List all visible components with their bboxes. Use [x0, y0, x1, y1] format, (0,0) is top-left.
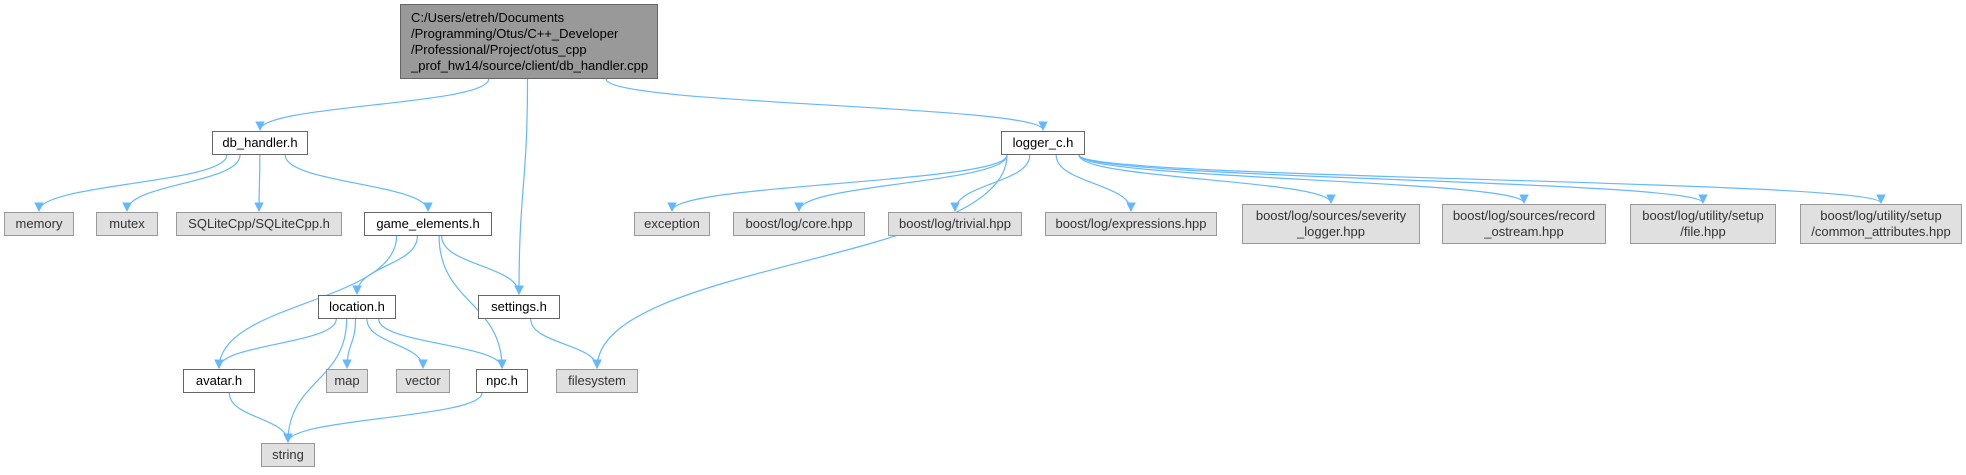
node-label: boost/log/core.hpp: [745, 216, 853, 231]
node-label: settings.h: [491, 299, 547, 314]
edge-logger-c-h-to-core-hpp: [794, 154, 1008, 212]
node-label: boost/log/utility/setup /file.hpp: [1642, 208, 1764, 239]
node-core-hpp[interactable]: boost/log/core.hpp: [733, 212, 865, 236]
node-label: boost/log/sources/severity _logger.hpp: [1255, 208, 1407, 239]
node-memory[interactable]: memory: [4, 212, 74, 236]
node-label: boost/log/trivial.hpp: [898, 216, 1011, 231]
node-label: SQLiteCpp/SQLiteCpp.h: [188, 216, 330, 231]
node-label: mutex: [109, 216, 145, 231]
edge-db-handler-h-to-sqlitecpp: [254, 154, 264, 212]
edge-npc-h-to-string: [283, 392, 483, 443]
node-npc-h[interactable]: npc.h: [476, 369, 528, 393]
edge-db-handler-h-to-game-elements-h: [284, 154, 433, 212]
edge-settings-h-to-filesystem: [530, 318, 602, 369]
node-label: C:/Users/etreh/Documents /Programming/Ot…: [411, 9, 649, 73]
node-trivial-hpp[interactable]: boost/log/trivial.hpp: [888, 212, 1022, 236]
node-label: map: [334, 373, 360, 388]
edge-root-to-settings-h: [514, 78, 529, 295]
edge-root-to-db-handler-h: [255, 78, 490, 131]
node-sqlitecpp[interactable]: SQLiteCpp/SQLiteCpp.h: [176, 212, 342, 236]
edge-game-elements-h-to-settings-h: [441, 235, 524, 295]
edge-location-h-to-npc-h: [378, 318, 507, 369]
edge-logger-c-h-to-filesystem: [592, 154, 1008, 369]
edge-logger-c-h-to-severity-logger-hpp: [1078, 154, 1336, 204]
node-label: npc.h: [486, 373, 518, 388]
edge-logger-c-h-to-common-attributes-hpp: [1078, 154, 1886, 204]
edge-location-h-to-map: [342, 318, 357, 369]
node-label: vector: [405, 373, 441, 388]
node-label: boost/log/utility/setup /common_attribut…: [1811, 208, 1951, 239]
node-db-handler-h[interactable]: db_handler.h: [212, 131, 308, 155]
edge-avatar-h-to-string: [228, 392, 293, 443]
node-label: location.h: [329, 299, 385, 314]
edge-logger-c-h-to-exception: [667, 154, 1008, 212]
edge-game-elements-h-to-location-h: [352, 235, 418, 295]
node-label: boost/log/sources/record _ostream.hpp: [1452, 208, 1596, 239]
node-severity-logger-hpp[interactable]: boost/log/sources/severity _logger.hpp: [1242, 204, 1420, 244]
node-location-h[interactable]: location.h: [318, 295, 396, 319]
edge-db-handler-h-to-memory: [34, 154, 228, 212]
node-root[interactable]: C:/Users/etreh/Documents /Programming/Ot…: [400, 4, 658, 79]
edge-db-handler-h-to-mutex: [122, 154, 241, 212]
node-label: game_elements.h: [376, 216, 480, 231]
edge-logger-c-h-to-record-ostream-hpp: [1078, 154, 1529, 204]
node-exception[interactable]: exception: [634, 212, 710, 236]
node-label: filesystem: [568, 373, 626, 388]
node-label: avatar.h: [195, 373, 243, 388]
node-label: logger_c.h: [1012, 135, 1074, 150]
node-vector[interactable]: vector: [396, 369, 450, 393]
node-record-ostream-hpp[interactable]: boost/log/sources/record _ostream.hpp: [1442, 204, 1606, 244]
node-map[interactable]: map: [326, 369, 368, 393]
edge-location-h-to-string: [283, 318, 348, 443]
edge-location-h-to-vector: [366, 318, 428, 369]
node-mutex[interactable]: mutex: [96, 212, 158, 236]
node-label: boost/log/expressions.hpp: [1055, 216, 1207, 231]
node-label: string: [272, 447, 304, 462]
node-settings-h[interactable]: settings.h: [478, 295, 560, 319]
node-avatar-h[interactable]: avatar.h: [183, 369, 255, 393]
node-filesystem[interactable]: filesystem: [556, 369, 638, 393]
edge-game-elements-h-to-avatar-h: [214, 235, 398, 369]
node-string[interactable]: string: [261, 443, 315, 467]
edge-game-elements-h-to-npc-h: [438, 235, 507, 369]
node-label: memory: [15, 216, 63, 231]
edge-location-h-to-avatar-h: [214, 318, 337, 369]
edge-root-to-logger-c-h: [605, 78, 1048, 131]
node-common-attributes-hpp[interactable]: boost/log/utility/setup /common_attribut…: [1800, 204, 1962, 244]
node-game-elements-h[interactable]: game_elements.h: [364, 212, 492, 236]
node-label: db_handler.h: [222, 135, 298, 150]
edge-logger-c-h-to-expressions-hpp: [1055, 154, 1136, 212]
node-logger-c-h[interactable]: logger_c.h: [1001, 131, 1085, 155]
edge-logger-c-h-to-trivial-hpp: [950, 154, 1031, 212]
node-label: exception: [644, 216, 700, 231]
edge-logger-c-h-to-file-hpp: [1078, 154, 1708, 204]
node-file-hpp[interactable]: boost/log/utility/setup /file.hpp: [1630, 204, 1776, 244]
node-expressions-hpp[interactable]: boost/log/expressions.hpp: [1045, 212, 1217, 236]
